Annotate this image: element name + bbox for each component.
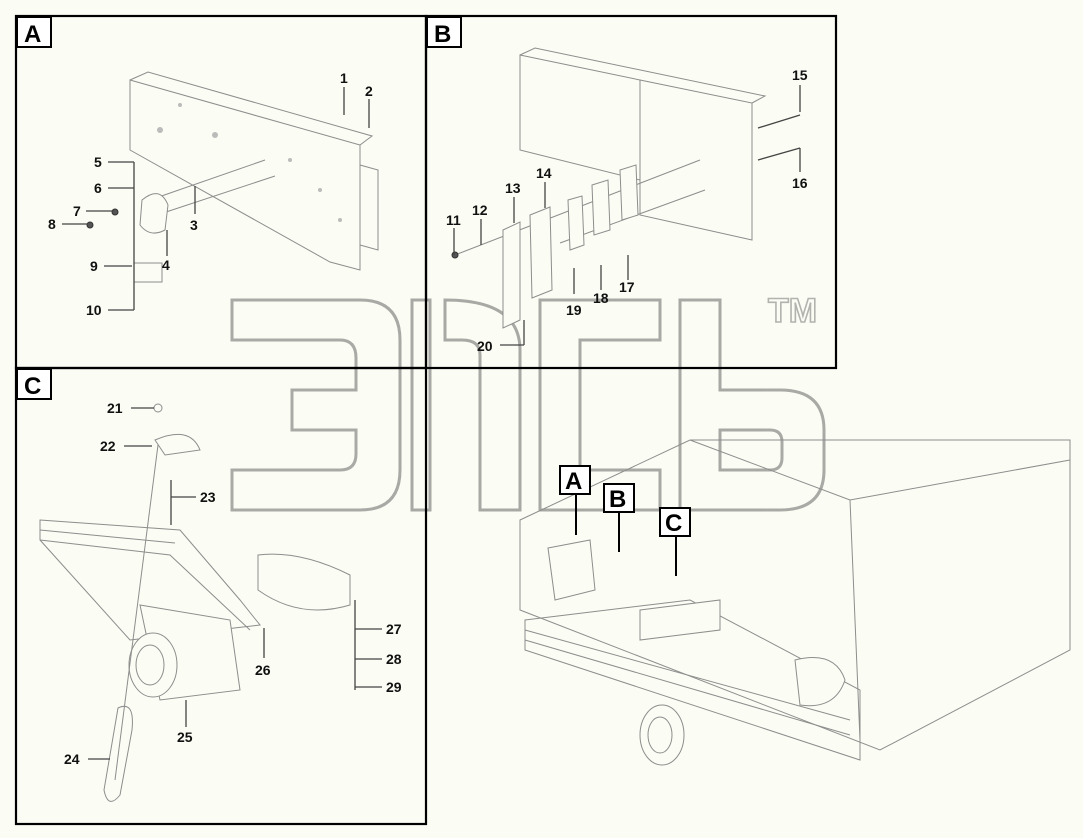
callout-10: 10 bbox=[86, 302, 102, 318]
callout-13: 13 bbox=[505, 180, 521, 196]
callout-12: 12 bbox=[472, 202, 488, 218]
svg-text:A: A bbox=[24, 21, 41, 48]
panel-a-callouts: 1 2 3 4 5 6 7 8 9 10 bbox=[48, 70, 373, 318]
panel-a-tag: A bbox=[16, 16, 52, 48]
callout-28: 28 bbox=[386, 651, 402, 667]
callout-9: 9 bbox=[90, 258, 98, 274]
callout-4: 4 bbox=[162, 257, 170, 273]
callout-leaders bbox=[62, 85, 801, 760]
svg-text:B: B bbox=[609, 486, 626, 513]
overview-marker-c: C bbox=[659, 507, 691, 576]
callout-16: 16 bbox=[792, 175, 808, 191]
panel-a-drawing bbox=[86, 71, 379, 283]
callout-6: 6 bbox=[94, 180, 102, 196]
callout-29: 29 bbox=[386, 679, 402, 695]
panel-b-callouts: 11 12 13 14 15 16 17 18 19 20 bbox=[446, 67, 808, 354]
panel-c-frame bbox=[14, 366, 428, 826]
watermark-tm: TM bbox=[768, 292, 817, 330]
callout-26: 26 bbox=[255, 662, 271, 678]
watermark-logo: TM bbox=[230, 291, 826, 512]
callout-19: 19 bbox=[566, 302, 582, 318]
panel-b-tag: B bbox=[426, 16, 462, 48]
callout-24: 24 bbox=[64, 751, 80, 767]
callout-21: 21 bbox=[107, 400, 123, 416]
overview-marker-b: B bbox=[603, 483, 635, 552]
svg-text:C: C bbox=[24, 373, 41, 400]
callout-18: 18 bbox=[593, 290, 609, 306]
callout-23: 23 bbox=[200, 489, 216, 505]
svg-text:A: A bbox=[565, 468, 582, 495]
svg-text:C: C bbox=[665, 510, 682, 537]
callout-11: 11 bbox=[446, 212, 461, 228]
callout-3: 3 bbox=[190, 217, 198, 233]
callout-22: 22 bbox=[100, 438, 116, 454]
panel-b-frame bbox=[424, 14, 838, 370]
panel-c-drawing bbox=[39, 403, 351, 802]
callout-25: 25 bbox=[177, 729, 193, 745]
svg-text:B: B bbox=[434, 21, 451, 48]
callout-8: 8 bbox=[48, 216, 56, 232]
callout-14: 14 bbox=[536, 165, 552, 181]
callout-20: 20 bbox=[477, 338, 493, 354]
callout-1: 1 bbox=[340, 70, 348, 86]
panel-c-callouts: 21 22 23 24 25 26 27 28 29 bbox=[64, 400, 402, 767]
callout-17: 17 bbox=[619, 279, 635, 295]
callout-2: 2 bbox=[365, 83, 373, 99]
callout-27: 27 bbox=[386, 621, 402, 637]
callout-15: 15 bbox=[792, 67, 808, 83]
callout-7: 7 bbox=[73, 203, 81, 219]
overview-drawing bbox=[519, 439, 1071, 766]
panel-b-drawing bbox=[451, 47, 801, 329]
callout-5: 5 bbox=[94, 154, 102, 170]
panel-c-tag: C bbox=[16, 368, 52, 400]
overview-marker-a: A bbox=[559, 465, 591, 535]
panel-a-frame bbox=[14, 14, 428, 370]
